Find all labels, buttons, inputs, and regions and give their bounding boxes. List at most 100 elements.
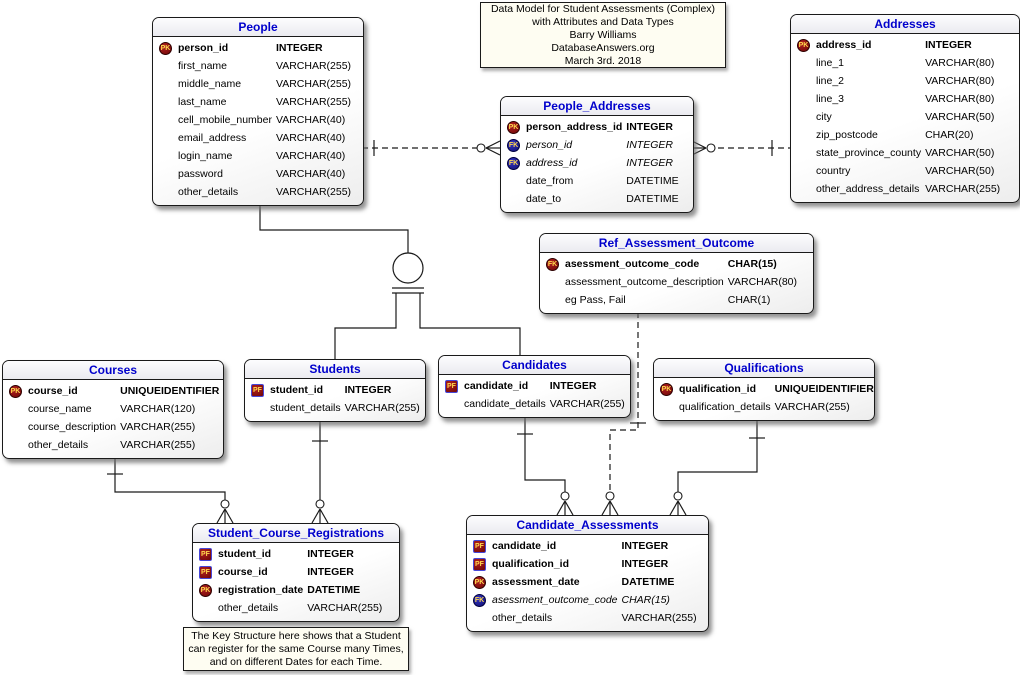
column-type: VARCHAR(255) (275, 78, 352, 90)
table-title: Student_Course_Registrations (193, 524, 399, 543)
table-title: Candidates (439, 356, 630, 375)
column-name: first_name (178, 60, 228, 72)
column-type: INTEGER (275, 42, 323, 54)
ref_assessment_outcome-to-candidate_assessments (609, 312, 639, 494)
no-key-spacer (159, 168, 172, 181)
pf-key-icon: PF (473, 539, 486, 553)
column-type: INTEGER (621, 540, 669, 552)
no-key-spacer (797, 111, 810, 124)
table-title: Qualifications (654, 359, 874, 378)
zero-or-many-circle (605, 491, 615, 501)
column-type: INTEGER (549, 380, 597, 392)
column-type: VARCHAR(255) (549, 398, 625, 410)
pk-key-icon: PK (9, 384, 22, 398)
column-type: INTEGER (626, 121, 673, 133)
column-type: UNIQUEIDENTIFIER (120, 385, 220, 397)
zero-or-many-circle (673, 491, 683, 501)
no-key-spacer (9, 403, 22, 416)
no-key-spacer (9, 439, 22, 452)
fk-key-icon: FK (507, 156, 520, 170)
courses-to-student_course_registrations (114, 457, 226, 501)
column-name: zip_postcode (816, 129, 878, 141)
no-key-spacer (660, 401, 673, 414)
zero-or-many-circle (315, 499, 325, 509)
table-title: People (153, 18, 363, 37)
column-name: qualification_id (492, 558, 570, 570)
column-type: CHAR(15) (727, 258, 777, 270)
no-key-spacer (159, 78, 172, 91)
column-name: date_to (526, 193, 562, 205)
pf-key-icon: PF (251, 383, 264, 397)
column-name: course_id (218, 566, 268, 578)
pf-key-icon: PF (199, 547, 212, 561)
column-type: VARCHAR(40) (275, 132, 346, 144)
diagram-title-note: Data Model for Student Assessments (Comp… (480, 2, 726, 68)
column-name: address_id (526, 157, 578, 169)
column-name: other_details (218, 602, 279, 614)
column-type: DATETIME (621, 576, 675, 588)
pf-key-icon: PF (445, 379, 458, 393)
no-key-spacer (159, 96, 172, 109)
no-key-spacer (797, 183, 810, 196)
no-key-spacer (159, 150, 172, 163)
fk-key-icon: FK (473, 593, 486, 607)
no-key-spacer (199, 602, 212, 615)
crow-foot (691, 140, 707, 149)
no-key-spacer (507, 193, 520, 206)
crow-foot (556, 500, 566, 516)
no-key-spacer (797, 75, 810, 88)
fk-key-icon: FK (507, 138, 520, 152)
note-line: The Key Structure here shows that a Stud… (191, 629, 401, 642)
column-name: asessment_outcome_code (565, 258, 700, 270)
column-type: VARCHAR(255) (275, 186, 352, 198)
column-name: course_description (28, 421, 117, 433)
table-title: Ref_Assessment_Outcome (540, 234, 813, 253)
column-type: VARCHAR(40) (275, 114, 346, 126)
people-subtype-category-line (334, 293, 397, 359)
column-type: VARCHAR(80) (925, 93, 995, 105)
column-type: UNIQUEIDENTIFIER (774, 383, 874, 395)
column-type: INTEGER (307, 548, 354, 560)
note-line: and on different Dates for each Time. (209, 655, 383, 668)
pk-key-icon: PK (159, 41, 172, 55)
column-name: other_details (492, 612, 553, 624)
column-name: person_id (526, 139, 573, 151)
no-key-spacer (159, 60, 172, 73)
column-name: eg Pass, Fail (565, 294, 626, 306)
crow-foot (485, 140, 501, 149)
note-line: Data Model for Student Assessments (Comp… (490, 2, 716, 15)
subtype-circle (392, 252, 424, 284)
people-subtype-category-line (419, 293, 521, 355)
crow-foot (669, 500, 679, 516)
column-name: student_id (270, 384, 324, 396)
column-name: registration_date (218, 584, 304, 596)
note-line: March 3rd. 2018 (564, 54, 642, 67)
column-type: VARCHAR(255) (307, 602, 383, 614)
column-name: other_details (28, 439, 89, 451)
no-key-spacer (797, 57, 810, 70)
crow-foot (609, 500, 619, 516)
pf-key-icon: PF (199, 565, 212, 579)
fk-key-icon: FK (546, 257, 559, 271)
no-key-spacer (546, 294, 559, 307)
column-type: CHAR(20) (925, 129, 974, 141)
column-name: date_from (526, 175, 574, 187)
column-type: VARCHAR(50) (925, 165, 995, 177)
column-name: assessment_date (492, 576, 580, 588)
